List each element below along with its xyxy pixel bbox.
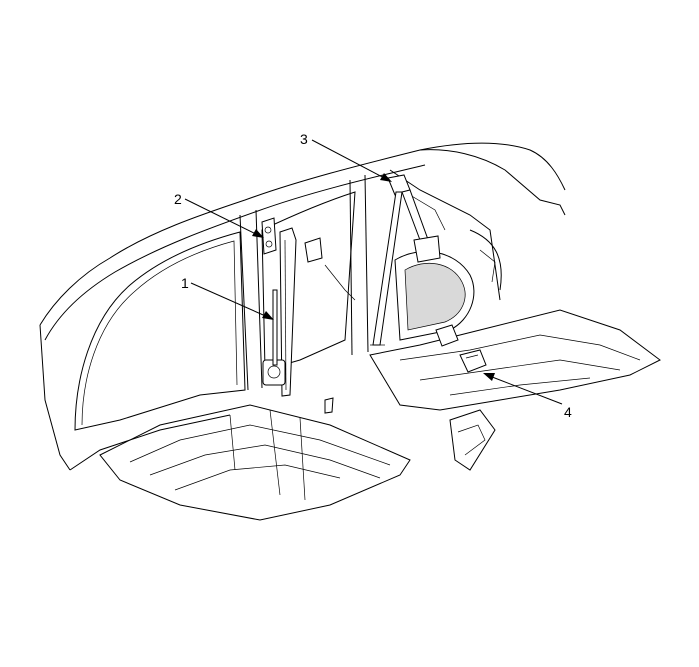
floor-pan: [99, 251, 661, 521]
callout-leaders: [184, 139, 563, 405]
height-adjuster-assembly: [261, 217, 277, 255]
arrowhead-2: [252, 229, 264, 238]
misc-detail-parts: [304, 237, 356, 414]
arrowhead-3: [380, 173, 392, 182]
callout-label-3: 3: [300, 131, 308, 147]
leader-line-2: [184, 198, 261, 237]
callout-label-4: 4: [564, 404, 572, 420]
callout-label-2: 2: [174, 191, 182, 207]
callout-label-1: 1: [181, 275, 189, 291]
vehicle-body-outline: [39, 142, 566, 471]
rear-buckle-assembly: [435, 324, 487, 373]
arrowhead-4: [483, 373, 495, 381]
leader-line-3: [311, 139, 389, 181]
front-seat-belt-assembly: [262, 227, 297, 397]
leader-line-1: [190, 282, 271, 319]
leader-line-4: [486, 374, 563, 405]
rear-seat-belt-assembly: [370, 174, 441, 346]
arrowhead-1: [262, 311, 274, 320]
